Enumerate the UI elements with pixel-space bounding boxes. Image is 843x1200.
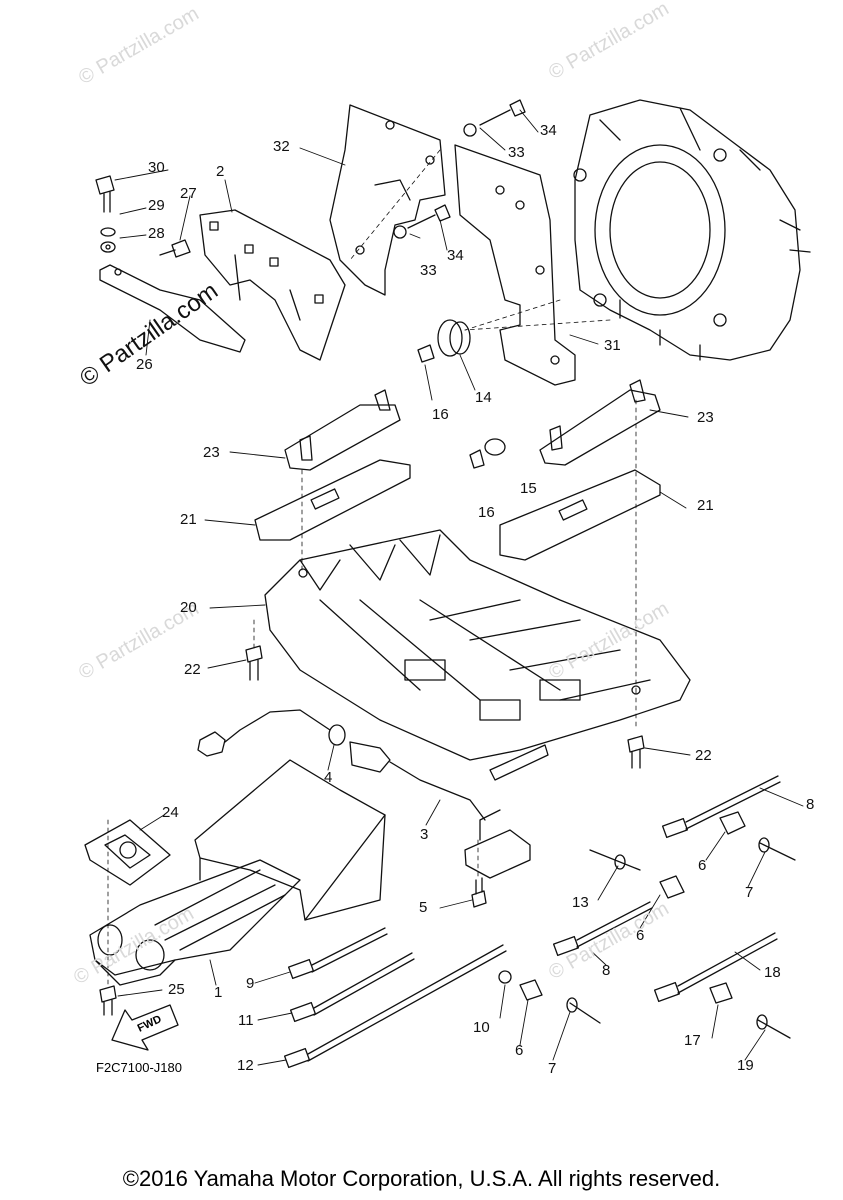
callout-16b: 16 xyxy=(478,504,495,521)
callout-2: 2 xyxy=(216,163,225,180)
callout-16a: 16 xyxy=(432,406,449,423)
callout-33a: 33 xyxy=(508,144,525,161)
callout-1: 1 xyxy=(214,984,223,1001)
sensor-cable-3-4 xyxy=(198,710,530,878)
callout-8a: 8 xyxy=(806,796,815,813)
callout-5: 5 xyxy=(419,899,428,916)
bolt-set-27-30 xyxy=(96,176,190,257)
fasteners-upper xyxy=(394,100,610,362)
callout-14: 14 xyxy=(475,389,492,406)
callout-20: 20 xyxy=(180,599,197,616)
frame-20 xyxy=(265,530,690,780)
callout-8b: 8 xyxy=(602,962,611,979)
callout-7a: 7 xyxy=(745,884,754,901)
callout-19: 19 xyxy=(737,1057,754,1074)
callout-9: 9 xyxy=(246,975,255,992)
callout-33b: 33 xyxy=(420,262,437,279)
plate-31 xyxy=(455,145,575,385)
callout-32: 32 xyxy=(273,138,290,155)
callout-24: 24 xyxy=(162,804,179,821)
callout-21a: 21 xyxy=(180,511,197,528)
callout-25: 25 xyxy=(168,981,185,998)
callout-23b: 23 xyxy=(697,409,714,426)
callout-23a: 23 xyxy=(203,444,220,461)
screw-5 xyxy=(472,878,486,907)
callout-34b: 34 xyxy=(447,247,464,264)
callout-22a: 22 xyxy=(184,661,201,678)
bolt-25 xyxy=(100,986,116,1015)
bracket-26 xyxy=(100,265,245,352)
callout-6b: 6 xyxy=(636,927,645,944)
callout-18: 18 xyxy=(764,964,781,981)
callout-12: 12 xyxy=(237,1057,254,1074)
leader-lines xyxy=(115,110,803,1065)
callout-6a: 6 xyxy=(698,857,707,874)
fwd-arrow: FWD xyxy=(112,1008,182,1048)
callout-4: 4 xyxy=(324,769,333,786)
callout-13: 13 xyxy=(572,894,589,911)
callout-17: 17 xyxy=(684,1032,701,1049)
callout-22b: 22 xyxy=(695,747,712,764)
fwd-arrow-shape xyxy=(112,1005,178,1050)
callout-31: 31 xyxy=(604,337,621,354)
bracket-2 xyxy=(200,210,345,360)
bolts-22 xyxy=(246,646,644,768)
callout-27: 27 xyxy=(180,185,197,202)
clips-and-pins xyxy=(499,812,795,1038)
plate-32 xyxy=(330,105,445,295)
cable-ties xyxy=(285,776,780,1067)
callout-26: 26 xyxy=(136,356,153,373)
callout-30: 30 xyxy=(148,159,165,176)
callout-7b: 7 xyxy=(548,1060,557,1077)
mount-24 xyxy=(85,820,170,885)
fwd-label: FWD xyxy=(135,1013,164,1035)
mounts-23-21 xyxy=(255,380,660,560)
callout-6c: 6 xyxy=(515,1042,524,1059)
callout-34a: 34 xyxy=(540,122,557,139)
copyright-notice: ©2016 Yamaha Motor Corporation, U.S.A. A… xyxy=(122,1166,721,1191)
callout-11: 11 xyxy=(238,1012,254,1029)
drawing-code: F2C7100-J180 xyxy=(96,1060,182,1075)
callout-21b: 21 xyxy=(697,497,714,514)
callout-10: 10 xyxy=(473,1019,490,1036)
duct-1 xyxy=(90,760,385,985)
callout-29: 29 xyxy=(148,197,165,214)
engine-housing xyxy=(574,100,810,360)
callout-15: 15 xyxy=(520,480,537,497)
callout-28: 28 xyxy=(148,225,165,242)
alignment-lines xyxy=(108,150,636,985)
callout-3: 3 xyxy=(420,826,429,843)
